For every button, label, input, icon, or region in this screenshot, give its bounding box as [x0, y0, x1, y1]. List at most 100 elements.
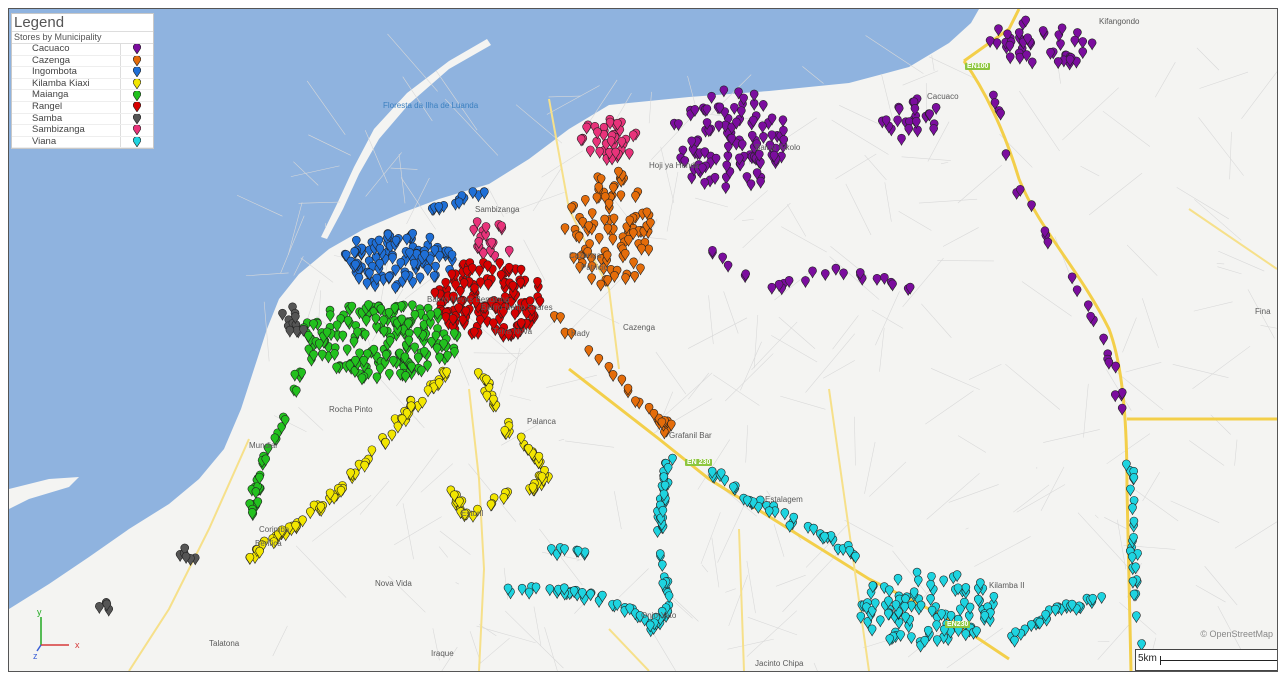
store-marker[interactable]	[482, 374, 491, 387]
store-marker[interactable]	[961, 629, 971, 642]
store-marker[interactable]	[598, 590, 607, 603]
store-marker[interactable]	[749, 115, 758, 128]
store-marker[interactable]	[649, 408, 659, 421]
store-marker[interactable]	[587, 208, 597, 221]
store-marker[interactable]	[508, 280, 518, 293]
store-marker[interactable]	[407, 361, 416, 374]
store-marker[interactable]	[593, 127, 602, 140]
store-marker[interactable]	[586, 589, 595, 602]
store-marker[interactable]	[1083, 300, 1093, 313]
store-marker[interactable]	[602, 250, 612, 263]
store-marker[interactable]	[432, 343, 442, 356]
store-marker[interactable]	[375, 258, 385, 271]
store-marker[interactable]	[595, 146, 604, 159]
store-marker[interactable]	[660, 480, 670, 493]
store-marker[interactable]	[486, 499, 496, 512]
store-marker[interactable]	[609, 182, 618, 195]
store-marker[interactable]	[1128, 503, 1137, 516]
store-marker[interactable]	[707, 91, 716, 104]
store-marker[interactable]	[322, 327, 332, 340]
store-marker[interactable]	[946, 610, 956, 623]
store-marker[interactable]	[481, 222, 491, 235]
store-marker[interactable]	[456, 285, 465, 298]
store-marker[interactable]	[261, 454, 271, 467]
store-marker[interactable]	[707, 466, 717, 479]
store-marker[interactable]	[292, 385, 301, 398]
store-marker[interactable]	[346, 468, 355, 481]
store-marker[interactable]	[888, 279, 897, 292]
store-marker[interactable]	[1015, 52, 1025, 65]
store-marker[interactable]	[608, 370, 618, 383]
store-marker[interactable]	[604, 198, 614, 211]
store-marker[interactable]	[1097, 592, 1106, 605]
store-marker[interactable]	[586, 145, 595, 158]
store-marker[interactable]	[613, 118, 622, 131]
store-marker[interactable]	[410, 342, 420, 355]
store-marker[interactable]	[585, 239, 594, 252]
store-marker[interactable]	[989, 591, 999, 604]
store-marker[interactable]	[961, 583, 971, 596]
store-marker[interactable]	[460, 509, 470, 522]
store-marker[interactable]	[611, 147, 621, 160]
store-marker[interactable]	[352, 235, 361, 248]
store-marker[interactable]	[450, 346, 459, 359]
store-marker[interactable]	[1001, 149, 1011, 162]
store-marker[interactable]	[450, 490, 459, 503]
store-marker[interactable]	[1122, 459, 1131, 472]
store-marker[interactable]	[489, 318, 498, 331]
store-marker[interactable]	[510, 308, 520, 321]
map-attribution[interactable]: © OpenStreetMap	[1200, 629, 1273, 639]
store-marker[interactable]	[423, 385, 433, 398]
store-marker[interactable]	[338, 330, 348, 343]
store-marker[interactable]	[255, 546, 264, 559]
store-marker[interactable]	[479, 248, 488, 261]
store-marker[interactable]	[727, 133, 736, 146]
store-marker[interactable]	[580, 547, 590, 560]
store-marker[interactable]	[1027, 57, 1037, 70]
store-marker[interactable]	[756, 176, 765, 189]
store-marker[interactable]	[780, 508, 790, 521]
store-marker[interactable]	[631, 191, 640, 204]
store-marker[interactable]	[469, 224, 479, 237]
store-marker[interactable]	[516, 318, 526, 331]
store-marker[interactable]	[1041, 609, 1050, 622]
store-marker[interactable]	[625, 603, 635, 616]
store-marker[interactable]	[448, 314, 458, 327]
store-marker[interactable]	[1129, 496, 1139, 509]
store-marker[interactable]	[430, 245, 440, 258]
store-marker[interactable]	[587, 261, 597, 274]
store-marker[interactable]	[545, 584, 555, 597]
store-marker[interactable]	[715, 102, 725, 115]
store-marker[interactable]	[351, 355, 360, 368]
store-marker[interactable]	[747, 130, 757, 143]
store-marker[interactable]	[371, 313, 381, 326]
store-marker[interactable]	[1111, 361, 1120, 374]
store-marker[interactable]	[375, 363, 385, 376]
store-marker[interactable]	[458, 314, 468, 327]
store-marker[interactable]	[309, 350, 318, 362]
store-marker[interactable]	[497, 327, 506, 340]
store-marker[interactable]	[594, 182, 604, 195]
store-marker[interactable]	[1088, 593, 1098, 606]
store-marker[interactable]	[500, 426, 510, 438]
store-marker[interactable]	[722, 160, 732, 173]
store-marker[interactable]	[360, 460, 369, 473]
store-marker[interactable]	[402, 233, 412, 246]
store-marker[interactable]	[513, 328, 523, 340]
store-marker[interactable]	[1011, 627, 1020, 640]
store-marker[interactable]	[614, 166, 623, 179]
store-marker[interactable]	[630, 271, 639, 283]
store-marker[interactable]	[909, 587, 919, 600]
store-marker[interactable]	[381, 437, 390, 450]
store-marker[interactable]	[635, 611, 645, 624]
store-marker[interactable]	[1078, 37, 1088, 50]
store-marker[interactable]	[1132, 611, 1141, 624]
store-marker[interactable]	[678, 145, 688, 158]
store-marker[interactable]	[480, 187, 489, 200]
store-marker[interactable]	[907, 632, 916, 645]
store-marker[interactable]	[980, 611, 990, 624]
store-marker[interactable]	[367, 445, 377, 458]
store-marker[interactable]	[976, 578, 985, 591]
store-marker[interactable]	[325, 488, 335, 501]
store-marker[interactable]	[482, 390, 492, 403]
